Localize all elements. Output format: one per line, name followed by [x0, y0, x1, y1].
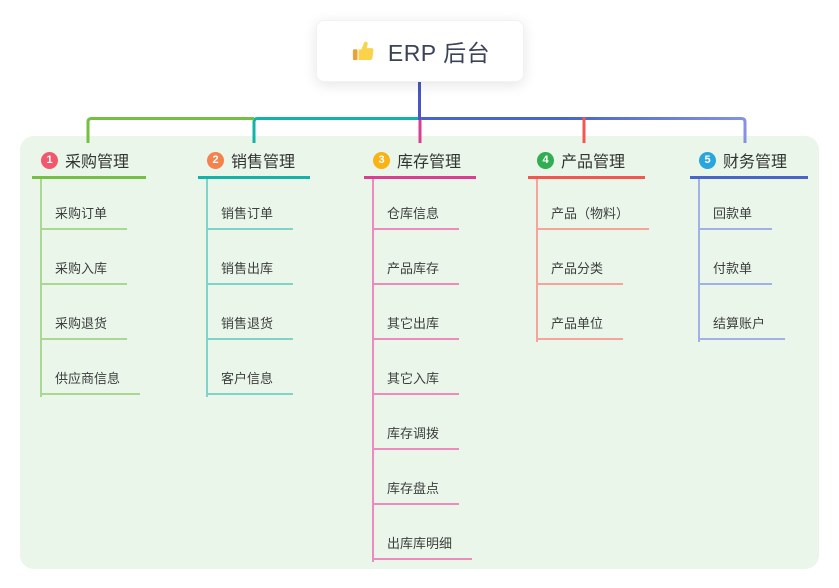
child-node: 采购入库 [40, 230, 128, 285]
branch-number-badge: 5 [699, 151, 716, 169]
branch-label: 销售管理 [231, 154, 296, 171]
branch-header: 5 财务管理 [690, 144, 808, 179]
child-node: 产品（物料） [536, 179, 650, 230]
branch-child-connector [372, 179, 374, 562]
child-node: 付款单 [698, 230, 773, 285]
child-node: 其它入库 [372, 340, 460, 395]
child-node: 销售订单 [206, 179, 294, 230]
branch-node-5: 5 财务管理回款单付款单结算账户 [690, 144, 808, 342]
child-node: 客户信息 [206, 340, 294, 395]
child-node: 采购订单 [40, 179, 128, 230]
branch-node-1: 1 采购管理采购订单采购入库采购退货供应商信息 [32, 144, 146, 397]
child-node: 库存盘点 [372, 450, 460, 505]
branch-node-4: 4 产品管理产品（物料）产品分类产品单位 [528, 144, 650, 342]
child-node: 回款单 [698, 179, 773, 230]
branch-number-badge: 1 [41, 151, 58, 169]
branches-panel-background [20, 136, 819, 569]
branch-children-list: 回款单付款单结算账户 [698, 179, 808, 340]
branch-header: 3 库存管理 [364, 144, 476, 179]
branch-header: 4 产品管理 [528, 144, 645, 179]
branch-child-connector [698, 179, 700, 342]
child-node: 产品库存 [372, 230, 460, 285]
branch-node-3: 3 库存管理仓库信息产品库存其它出库其它入库库存调拨库存盘点出库库明细 [364, 144, 476, 562]
thumbs-up-icon [350, 38, 377, 65]
branch-label: 采购管理 [65, 154, 130, 171]
branch-header: 1 采购管理 [32, 144, 146, 179]
branch-number-badge: 2 [207, 151, 224, 169]
branch-number-badge: 4 [537, 151, 554, 169]
branch-number-badge: 3 [373, 151, 390, 169]
child-node: 采购退货 [40, 285, 128, 340]
root-title: ERP 后台 [387, 40, 491, 66]
child-node: 库存调拨 [372, 395, 460, 450]
branch-child-connector [206, 179, 208, 397]
branch-child-connector [40, 179, 42, 397]
branch-child-connector [536, 179, 538, 342]
child-node: 销售出库 [206, 230, 294, 285]
child-node: 产品分类 [536, 230, 624, 285]
branch-children-list: 产品（物料）产品分类产品单位 [536, 179, 650, 340]
branch-children-list: 采购订单采购入库采购退货供应商信息 [40, 179, 146, 395]
branch-label: 财务管理 [723, 154, 788, 171]
child-node: 结算账户 [698, 285, 786, 340]
branch-children-list: 销售订单销售出库销售退货客户信息 [206, 179, 310, 395]
child-node: 产品单位 [536, 285, 624, 340]
root-node: ERP 后台 [316, 20, 524, 82]
branch-children-list: 仓库信息产品库存其它出库其它入库库存调拨库存盘点出库库明细 [372, 179, 476, 560]
branch-header: 2 销售管理 [198, 144, 310, 179]
child-node: 仓库信息 [372, 179, 460, 230]
branch-label: 产品管理 [561, 154, 626, 171]
branch-label: 库存管理 [397, 154, 462, 171]
child-node: 其它出库 [372, 285, 460, 340]
branch-node-2: 2 销售管理销售订单销售出库销售退货客户信息 [198, 144, 310, 397]
child-node: 供应商信息 [40, 340, 141, 395]
child-node: 出库库明细 [372, 505, 473, 560]
child-node: 销售退货 [206, 285, 294, 340]
